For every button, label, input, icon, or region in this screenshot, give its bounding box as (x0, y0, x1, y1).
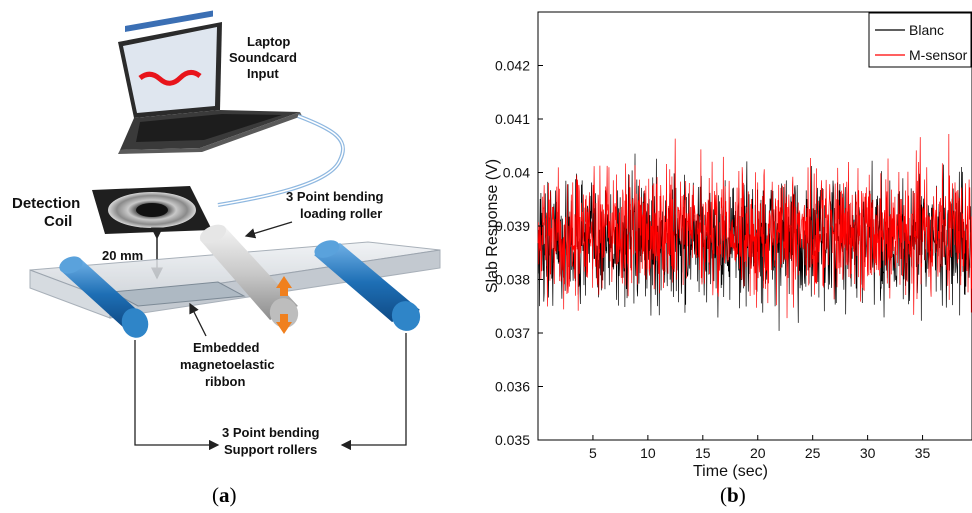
y-tick-label: 0.037 (495, 325, 530, 341)
x-tick-label: 10 (640, 445, 656, 461)
detection-coil (92, 186, 212, 234)
panel-a: Laptop Soundcard Input Detection Coil 20… (12, 10, 441, 507)
ribbon-label-1: Embedded (193, 340, 260, 355)
loading-roller (199, 224, 299, 328)
series-line-m-sensor (537, 133, 972, 319)
x-tick-label: 20 (750, 445, 766, 461)
x-tick-label: 35 (915, 445, 931, 461)
y-tick-label: 0.04 (503, 165, 530, 181)
magnetoelastic-ribbon (110, 281, 246, 307)
laptop-illustration (118, 10, 345, 207)
y-tick-label: 0.036 (495, 379, 530, 395)
y-tick-label: 0.038 (495, 272, 530, 288)
soundcard-label: Soundcard (229, 50, 297, 65)
panel-b-caption: (b) (720, 483, 746, 507)
support-bracket-right (340, 333, 407, 451)
loading-label-1: 3 Point bending (286, 189, 384, 204)
legend: Blanc M-sensor (868, 12, 972, 68)
support-roller-left (59, 256, 149, 338)
ribbon-label-3: ribbon (205, 374, 245, 389)
series-layer (537, 133, 972, 331)
loading-roller-pointer (244, 221, 293, 239)
x-axis-label: Time (sec) (693, 463, 768, 480)
y-tick-label: 0.039 (495, 218, 530, 234)
y-tick-label: 0.041 (495, 111, 530, 127)
x-tick-label: 5 (589, 445, 597, 461)
support-label-2: Support rollers (224, 442, 317, 457)
legend-label-blanc: Blanc (909, 22, 944, 38)
loading-label-2: loading roller (300, 206, 382, 221)
y-axis-label: Slab Response (V) (484, 159, 501, 293)
support-bracket-left (134, 340, 220, 451)
panel-b-letter: b (727, 483, 739, 507)
y-tick-label: 0.035 (495, 432, 530, 448)
input-label: Input (247, 66, 279, 81)
axis-layer: 5 10 15 20 25 30 35 0.035 0.036 0.037 0.038 0.039 0.… (495, 58, 931, 462)
laptop-label: Laptop (247, 34, 290, 49)
support-roller-right (314, 240, 421, 331)
distance-label: 20 mm (102, 248, 143, 263)
x-tick-label: 25 (805, 445, 821, 461)
panel-b: 5 10 15 20 25 30 35 0.035 0.036 0.037 0.038 0.039 0.… (484, 11, 972, 507)
legend-label-m-sensor: M-sensor (909, 47, 968, 63)
coil-label: Coil (44, 213, 72, 230)
x-tick-label: 30 (860, 445, 876, 461)
x-tick-label: 15 (695, 445, 711, 461)
detection-label: Detection (12, 195, 80, 212)
y-tick-label: 0.042 (495, 58, 530, 74)
support-label-1: 3 Point bending (222, 425, 320, 440)
legend-box (868, 12, 972, 68)
load-direction-arrows (276, 276, 292, 334)
panel-a-letter: a (219, 483, 230, 507)
ribbon-pointer (189, 302, 207, 337)
ribbon-label-2: magnetoelastic (180, 357, 275, 372)
panel-a-caption: (a) (212, 483, 237, 507)
